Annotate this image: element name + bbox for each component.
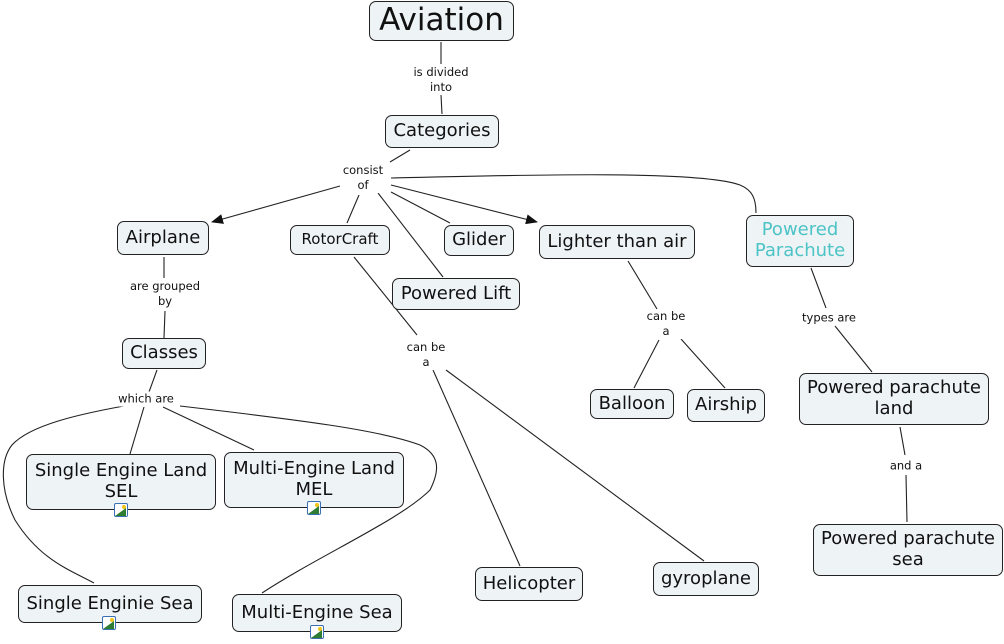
concept-categories[interactable]: Categories [385,115,499,148]
link-line [899,426,906,456]
link-phrase-is-divided-into[interactable]: is divided into [413,65,469,95]
concept-helicopter[interactable]: Helicopter [475,567,583,601]
concept-single-engine-sea[interactable]: Single Enginie Sea [18,585,202,623]
link-phrase-are-grouped-by[interactable]: are grouped by [129,279,201,309]
concept-airplane[interactable]: Airplane [117,221,209,255]
link-line [353,256,418,336]
concept-airship[interactable]: Airship [687,389,765,422]
link-line [445,369,705,562]
link-line [390,184,538,225]
concept-lighter-than-air[interactable]: Lighter than air [539,225,695,259]
link-phrase-lta-can-be-a[interactable]: can be a [646,309,686,339]
concept-glider[interactable]: Glider [444,225,514,256]
link-line [148,369,158,393]
link-line [129,406,145,455]
concept-rotorcraft[interactable]: RotorCraft [290,225,390,255]
image-icon[interactable] [102,616,116,630]
link-line [390,174,757,214]
link-line [834,325,873,373]
concept-aviation[interactable]: Aviation [369,1,514,41]
link-line [680,338,726,389]
link-line [2,405,125,584]
concept-single-engine-land[interactable]: Single Engine Land SEL [26,454,216,510]
link-phrase-and-a[interactable]: and a [889,458,923,474]
image-icon[interactable] [307,501,321,515]
link-line [440,94,443,115]
link-line [346,194,360,224]
link-line [905,474,908,523]
link-line [633,339,660,389]
link-line [163,310,166,339]
concept-powered-parachute-sea[interactable]: Powered parachute sea [813,524,1003,576]
concept-multi-engine-land[interactable]: Multi-Engine Land MEL [224,452,404,508]
image-icon[interactable] [310,625,324,639]
link-line [432,369,521,567]
link-line [627,260,658,310]
link-line [211,185,341,224]
link-phrase-rotorcraft-can-be-a[interactable]: can be a [406,340,446,370]
link-line [810,267,827,309]
concept-powered-parachute-land[interactable]: Powered parachute land [799,373,989,425]
link-line [389,149,411,163]
image-icon[interactable] [114,503,128,517]
link-phrase-which-are[interactable]: which are [118,391,174,407]
link-phrase-types-are[interactable]: types are [802,310,856,326]
link-line [179,405,438,594]
concept-gyroplane[interactable]: gyroplane [653,562,759,596]
link-line [390,191,451,224]
concept-balloon[interactable]: Balloon [590,389,674,419]
link-line [162,406,255,451]
concept-powered-lift[interactable]: Powered Lift [392,278,520,310]
concept-classes[interactable]: Classes [122,338,206,369]
link-phrase-consist-of[interactable]: consist of [342,163,384,193]
concept-powered-parachute[interactable]: Powered Parachute [746,215,854,267]
link-line [377,192,444,278]
